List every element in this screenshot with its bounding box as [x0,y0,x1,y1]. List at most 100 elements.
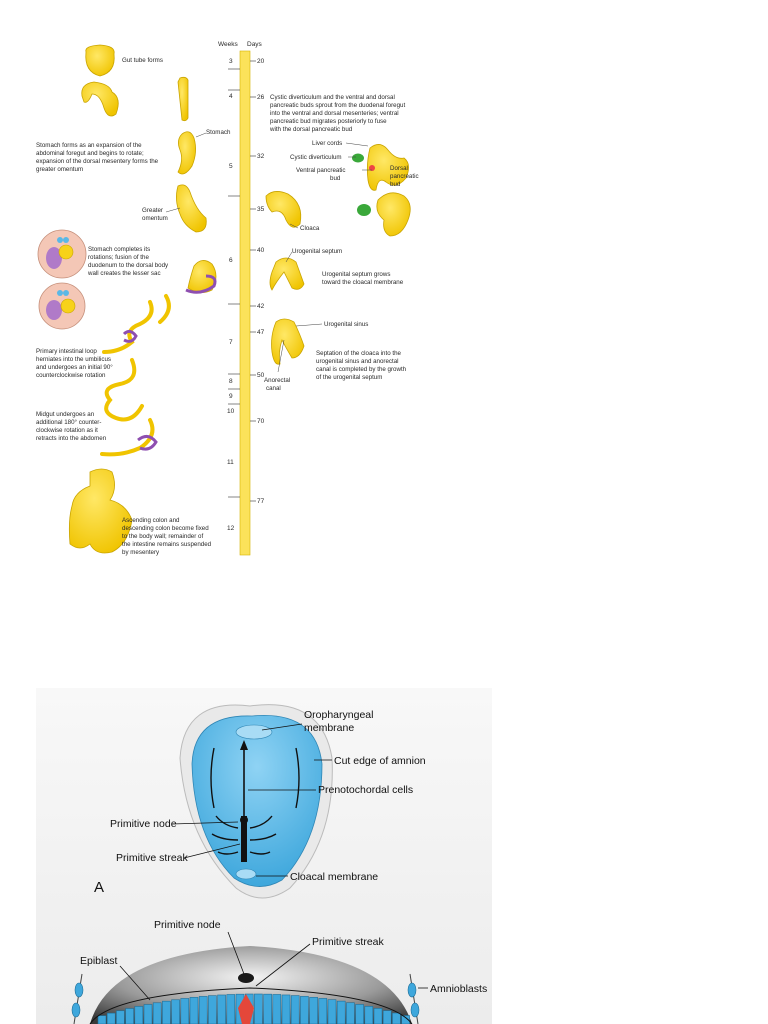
label-b-primitive-streak: Primitive streak [312,936,385,948]
gut-illustrations [68,44,411,554]
epiblast-cell [272,994,282,1024]
leader-lines [165,132,372,373]
label-amnioblasts: Amnioblasts [430,983,487,995]
day-label: 32 [257,153,265,160]
note-cloaca: Cloaca [300,225,320,232]
note-stomach-completes-line: Stomach completes its [88,246,150,253]
note-primary-loop-line: herniates into the umbilicus [36,356,111,363]
epiblast-cell [180,998,190,1024]
note-septum-grows: toward the cloacal membrane [322,279,404,286]
epiblast-cell [346,1002,355,1024]
note-midgut-line: clockwise rotation as it [36,427,98,434]
note-stomach-forms-line: Stomach forms as an expansion of the [36,142,142,149]
week-label: 4 [229,93,233,100]
note-colon-line: descending colon become fixed [122,525,209,532]
panel-a-leaders [171,723,332,877]
note-ventral-bud: bud [330,175,341,182]
day-label: 42 [257,303,265,310]
liver-bud-drawing [366,144,409,191]
epiblast-cell [208,995,217,1024]
week-label: 12 [227,525,235,532]
note-stomach-completes-line: duodenum to the dorsal body [88,262,169,269]
cystic-diverticulum-marks [352,153,375,216]
cross-sections [37,229,87,330]
left-notes: Gut tube forms Stomach Stomach forms as … [36,57,231,556]
epiblast-cell [189,997,199,1024]
epiblast-cell [97,1015,107,1024]
gut-tube-drawing [85,44,115,77]
rotated-stomach-drawing [187,260,217,293]
epiblast-cell [290,995,300,1024]
epiblast-cell [392,1012,401,1024]
day-label: 20 [257,58,265,65]
epiblast-cell [162,1000,171,1024]
embryonic-disc-figure: Oropharyngeal membrane Cut edge of amnio… [36,688,492,1024]
week-label: 9 [229,393,233,400]
greater-omentum-drawing [176,184,207,233]
note-cystic-diverticulum: Cystic diverticulum [290,154,342,161]
note-dorsal-bud: Dorsal [390,165,408,172]
note-septum-grows: Urogenital septum grows [322,271,390,278]
midgut-loop-drawing [100,358,155,457]
panel-b: Primitive node Primitive streak Epiblast… [71,919,487,1024]
epiblast-cell [106,1012,116,1024]
label-oropharyngeal: membrane [304,722,354,734]
timeline: Weeks Days 3 4 5 6 7 8 9 10 11 12 20 26 … [218,41,265,556]
epiblast-cell [254,993,263,1024]
weeks-header: Weeks [218,41,238,48]
note-greater-omentum: Greater [142,207,163,214]
right-notes: Cystic diverticulum and the ventral and … [264,94,419,392]
epiblast-cell [373,1008,383,1024]
epiblast-cell [116,1010,125,1024]
note-stomach-forms-line: expansion of the dorsal mesentery forms … [36,158,159,165]
epiblast-cell [143,1004,153,1024]
note-midgut-line: additional 180° counter- [36,419,101,426]
note-cystic-line: into the ventral and dorsal mesenteries;… [270,110,399,117]
arrow-head-icon [240,740,248,750]
epiblast-layer [97,993,410,1024]
note-stomach-label: Stomach [206,129,231,136]
epiblast-cell [336,1000,346,1024]
sinus-drawing [271,318,305,365]
note-dorsal-bud: pancreatic [390,173,419,180]
epiblast-cell [198,996,208,1024]
label-prenotochordal: Prenotochordal cells [318,784,413,796]
primitive-streak-mark [241,816,247,862]
note-dorsal-bud: bud [390,181,401,188]
label-b-primitive-node: Primitive node [154,919,221,931]
week-label: 11 [227,459,234,466]
epiblast-cell [382,1010,392,1024]
final-intestine-drawing [68,468,133,554]
note-stomach-forms-line: greater omentum [36,166,83,173]
note-colon-line: by mesentery [122,549,160,556]
week-label: 5 [229,163,233,170]
epiblast-cell [327,999,337,1024]
note-primary-loop-line: and undergoes an initial 90° [36,364,113,371]
note-gut-tube: Gut tube forms [122,57,163,64]
amnioblast-right [407,973,420,1024]
note-colon-line: Ascending colon and [122,517,180,524]
note-septation-line: Septation of the cloaca into the [316,350,402,357]
pancreatic-bud-drawing [376,192,411,237]
embryonic-disc [191,715,323,887]
rotation-arrows [122,274,217,451]
note-septation-line: of the urogenital septum [316,374,382,381]
days-header: Days [247,41,263,48]
week-label: 8 [229,378,233,385]
epiblast-cell [152,1002,162,1024]
oropharyngeal-membrane-mark [235,724,273,740]
rotation-arrow-icon [185,274,217,294]
day-label: 35 [257,206,265,213]
note-ventral-bud: Ventral pancreatic [296,167,346,174]
note-midgut-line: Midgut undergoes an [36,411,95,418]
note-septation-line: canal is completed by the growth [316,366,407,373]
intestinal-loop-drawing [102,294,171,354]
note-septation-line: urogenital sinus and anorectal [316,358,399,365]
epiblast-cell [217,994,226,1024]
note-urogenital-sinus: Urogenital sinus [324,321,368,328]
cloacal-membrane-mark [235,868,257,880]
panel-label-a: A [94,879,104,896]
note-midgut-line: retracts into the abdomen [36,435,107,442]
epiblast-cell [134,1006,144,1024]
label-primitive-node: Primitive node [110,818,177,830]
